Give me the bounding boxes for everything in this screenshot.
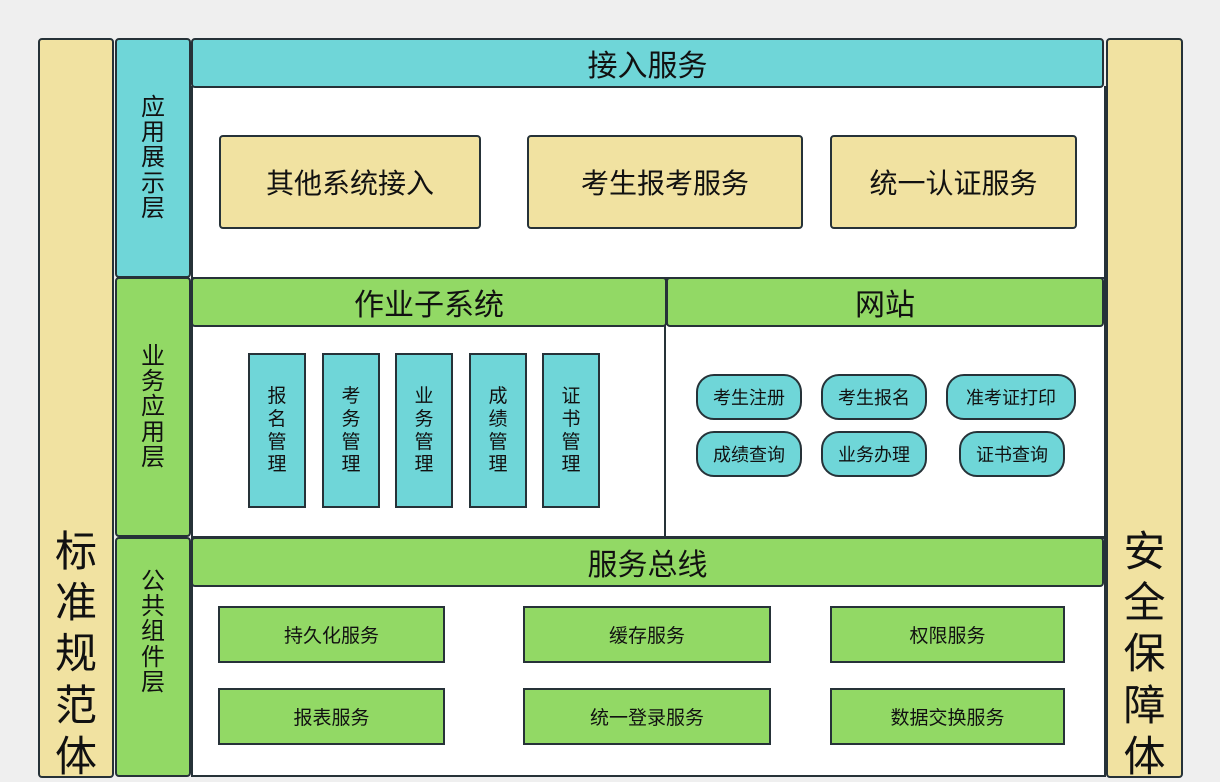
website-item-label: 考生报名 [838, 388, 910, 409]
standards-char: 体 [54, 731, 97, 781]
standards-char: 标 [54, 527, 97, 576]
service-bus-header: 服务总线 [191, 537, 1104, 587]
security-sidebar: 安 全 保 障 体 [1106, 38, 1183, 781]
service-box-label: 数据交换服务 [890, 707, 1005, 729]
security-char: 体 [1123, 731, 1166, 781]
business-char: 用 [141, 417, 165, 446]
service-box: 数据交换服务 [830, 688, 1065, 745]
common-char: 共 [141, 592, 165, 621]
service-box-label: 统一登录服务 [589, 707, 704, 729]
standards-sidebar-label: 标 准 规 范 体 [40, 526, 112, 782]
standards-char: 准 [54, 578, 97, 628]
presentation-char: 层 [141, 193, 165, 222]
subsystem-module: 考 务 管 理 [322, 353, 380, 508]
subsystem-title: 作业子系统 [354, 288, 504, 323]
presentation-char: 用 [141, 118, 165, 147]
presentation-layer-label: 应 用 展 示 层 [115, 38, 191, 278]
security-char: 保 [1123, 629, 1166, 679]
standards-sidebar: 标 准 规 范 体 [38, 38, 114, 781]
website-item-label: 成绩查询 [713, 445, 785, 466]
module-char: 理 [488, 453, 508, 476]
common-layer-label: 公 共 组 件 层 [115, 537, 191, 777]
business-divider [664, 277, 666, 538]
module-char: 管 [267, 430, 287, 453]
module-char: 理 [267, 453, 287, 476]
service-box: 报表服务 [218, 688, 445, 745]
common-char: 公 [141, 567, 165, 596]
service-box-label: 权限服务 [909, 625, 986, 647]
website-header: 网站 [666, 277, 1104, 327]
website-item: 证书查询 [959, 431, 1065, 477]
subsystem-header: 作业子系统 [191, 277, 667, 327]
website-item: 成绩查询 [696, 431, 802, 477]
business-char: 层 [141, 442, 165, 471]
module-char: 名 [267, 407, 287, 430]
service-bus-title: 服务总线 [587, 548, 708, 583]
subsystem-module: 证 书 管 理 [542, 353, 600, 508]
website-item-label: 考生注册 [713, 388, 785, 409]
subsystem-module: 业 务 管 理 [395, 353, 453, 508]
business-char: 业 [141, 342, 165, 371]
website-title: 网站 [855, 288, 915, 323]
module-char: 绩 [488, 407, 508, 430]
presentation-box-label: 考生报考服务 [580, 167, 749, 200]
subsystem-module: 成 绩 管 理 [469, 353, 527, 508]
security-char: 障 [1123, 680, 1166, 730]
presentation-box-label: 统一认证服务 [869, 167, 1038, 200]
module-char: 成 [488, 384, 508, 407]
module-char: 业 [414, 384, 434, 407]
module-char: 报 [267, 384, 287, 407]
access-services-title: 接入服务 [587, 49, 708, 84]
service-box: 缓存服务 [523, 606, 771, 663]
presentation-char: 示 [141, 168, 165, 197]
service-box: 权限服务 [830, 606, 1065, 663]
module-char: 管 [414, 430, 434, 453]
presentation-box: 考生报考服务 [527, 135, 803, 229]
module-char: 理 [341, 453, 361, 476]
module-char: 理 [561, 453, 581, 476]
service-box-label: 持久化服务 [283, 625, 379, 647]
module-char: 管 [561, 430, 581, 453]
security-char: 安 [1123, 527, 1166, 576]
business-layer-label: 业 务 应 用 层 [115, 277, 191, 537]
presentation-char: 展 [141, 143, 165, 172]
website-item: 业务办理 [821, 431, 927, 477]
security-char: 全 [1123, 578, 1166, 628]
module-char: 务 [341, 407, 361, 430]
access-services-header: 接入服务 [191, 38, 1104, 88]
subsystem-module: 报 名 管 理 [248, 353, 306, 508]
service-box-label: 缓存服务 [608, 625, 685, 647]
module-char: 证 [561, 384, 581, 407]
website-item: 考生报名 [821, 374, 927, 420]
website-item-label: 证书查询 [976, 445, 1048, 466]
module-char: 理 [414, 453, 434, 476]
service-box: 持久化服务 [218, 606, 445, 663]
business-char: 务 [141, 367, 165, 396]
service-box: 统一登录服务 [523, 688, 771, 745]
website-item-label: 业务办理 [838, 445, 910, 466]
website-item-label: 准考证打印 [966, 388, 1056, 409]
standards-char: 范 [54, 680, 97, 730]
common-char: 层 [141, 667, 165, 696]
presentation-box-label: 其他系统接入 [265, 167, 434, 200]
module-char: 书 [561, 407, 581, 430]
presentation-box: 统一认证服务 [830, 135, 1077, 229]
standards-char: 规 [54, 629, 97, 679]
website-item: 准考证打印 [946, 374, 1076, 420]
presentation-box: 其他系统接入 [219, 135, 481, 229]
common-char: 件 [141, 642, 165, 671]
module-char: 考 [341, 384, 361, 407]
website-item: 考生注册 [696, 374, 802, 420]
security-sidebar-label: 安 全 保 障 体 [1108, 526, 1181, 782]
common-char: 组 [141, 617, 165, 646]
service-box-label: 报表服务 [293, 707, 370, 729]
module-char: 管 [488, 430, 508, 453]
module-char: 务 [414, 407, 434, 430]
module-char: 管 [341, 430, 361, 453]
business-char: 应 [141, 392, 165, 421]
presentation-char: 应 [141, 93, 165, 122]
